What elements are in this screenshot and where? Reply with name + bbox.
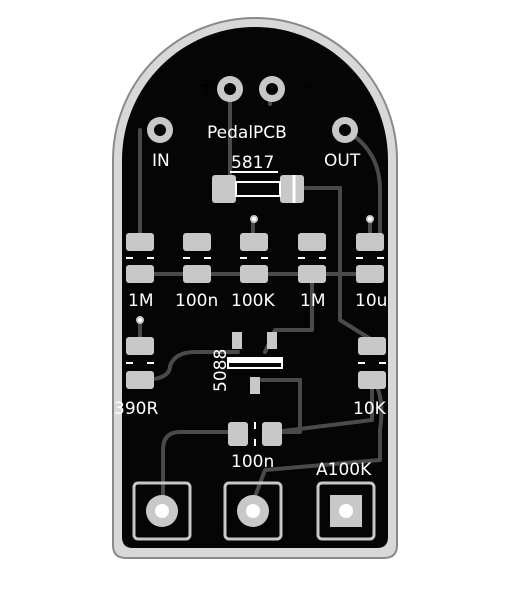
board-body — [122, 27, 388, 548]
pot-pad-3 — [316, 481, 376, 541]
via — [136, 316, 144, 324]
via — [366, 215, 374, 223]
label-r4: 390R — [114, 399, 158, 419]
power-pos-label: + — [198, 73, 215, 97]
diode-label: 5817 — [231, 153, 274, 173]
label-c1: 100n — [175, 291, 218, 311]
via — [250, 215, 258, 223]
capacitor-100n-bottom — [228, 422, 282, 446]
out-label: OUT — [324, 151, 361, 171]
power-neg-label: - — [304, 73, 311, 97]
pot-pad-2 — [223, 481, 283, 541]
label-r1: 1M — [128, 291, 153, 311]
in-label: IN — [152, 151, 170, 171]
power-pads — [217, 76, 285, 102]
label-r5: 10K — [353, 399, 387, 419]
traces — [138, 88, 384, 512]
ic-5088 — [227, 332, 283, 394]
label-pot: A100K — [316, 460, 372, 480]
label-ic: 5088 — [211, 349, 231, 392]
smd-row — [126, 233, 384, 283]
vias — [136, 215, 374, 324]
io-pads — [147, 117, 358, 143]
label-c2: 10u — [355, 291, 387, 311]
resistor-10k — [358, 337, 386, 389]
label-c3: 100n — [231, 452, 274, 472]
pot-pads — [132, 481, 376, 541]
resistor-390r — [126, 337, 154, 389]
diode-5817 — [212, 175, 304, 203]
brand-label: PedalPCB — [207, 123, 287, 143]
pot-pad-1 — [132, 481, 192, 541]
label-r2: 100K — [231, 291, 275, 311]
label-r3: 1M — [300, 291, 325, 311]
